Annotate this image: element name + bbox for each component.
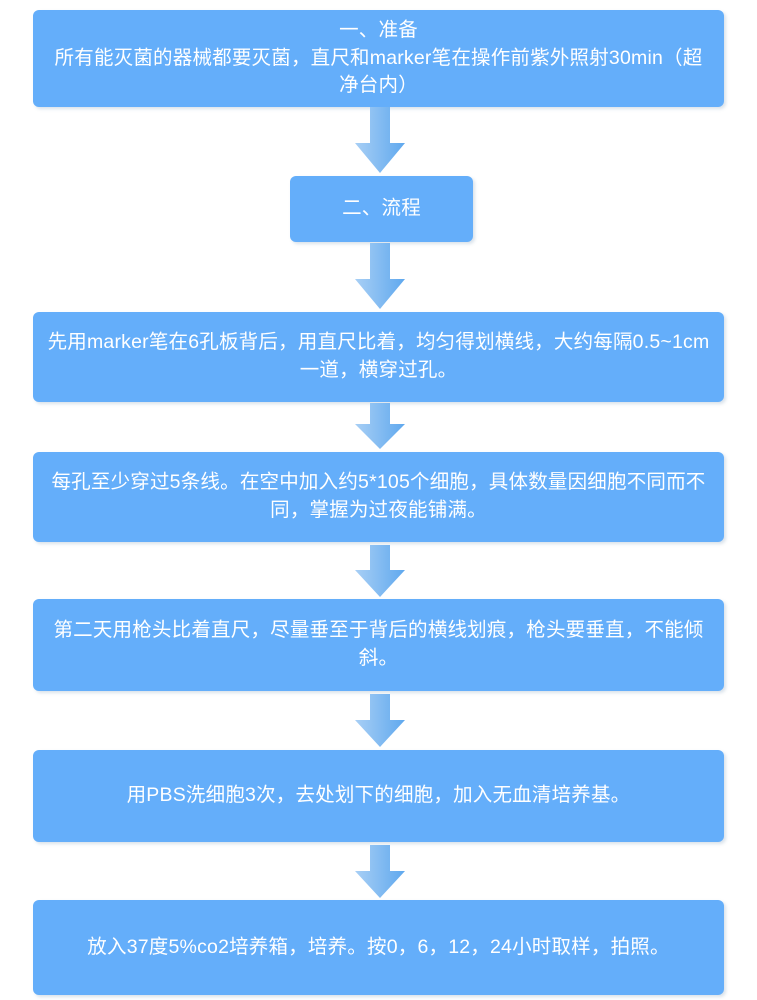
arrow-down-icon-6 bbox=[355, 845, 405, 898]
arrow-down-icon-4 bbox=[355, 545, 405, 597]
flow-node-wash-pbs[interactable]: 用PBS洗细胞3次，去处划下的细胞，加入无血清培养基。 bbox=[33, 750, 724, 842]
flow-node-scratch-label: 第二天用枪头比着直尺，尽量垂至于背后的横线划痕，枪头要垂直，不能倾斜。 bbox=[53, 619, 704, 669]
flow-node-procedure[interactable]: 二、流程 bbox=[290, 176, 473, 242]
arrow-down-icon-5 bbox=[355, 694, 405, 747]
flow-node-scratch[interactable]: 第二天用枪头比着直尺，尽量垂至于背后的横线划痕，枪头要垂直，不能倾斜。 bbox=[33, 599, 724, 691]
flow-node-draw-lines-label: 先用marker笔在6孔板背后，用直尺比着，均匀得划横线，大约每隔0.5~1cm… bbox=[47, 331, 710, 381]
flow-node-incubate[interactable]: 放入37度5%co2培养箱，培养。按0，6，12，24小时取样，拍照。 bbox=[33, 900, 724, 995]
flow-node-incubate-label: 放入37度5%co2培养箱，培养。按0，6，12，24小时取样，拍照。 bbox=[87, 935, 670, 958]
flow-node-seed-cells[interactable]: 每孔至少穿过5条线。在空中加入约5*105个细胞，具体数量因细胞不同而不同，掌握… bbox=[33, 452, 724, 542]
arrow-down-icon-3 bbox=[355, 403, 405, 449]
flow-node-seed-cells-label: 每孔至少穿过5条线。在空中加入约5*105个细胞，具体数量因细胞不同而不同，掌握… bbox=[51, 471, 706, 521]
flow-node-prepare-label: 一、准备 所有能灭菌的器械都要灭菌，直尺和marker笔在操作前紫外照射30mi… bbox=[54, 18, 703, 97]
arrow-down-icon-1 bbox=[355, 107, 405, 173]
flow-node-wash-pbs-label: 用PBS洗细胞3次，去处划下的细胞，加入无血清培养基。 bbox=[126, 784, 631, 807]
flow-node-procedure-label: 二、流程 bbox=[342, 197, 421, 220]
flow-node-prepare[interactable]: 一、准备 所有能灭菌的器械都要灭菌，直尺和marker笔在操作前紫外照射30mi… bbox=[33, 10, 724, 107]
arrow-down-icon-2 bbox=[355, 243, 405, 309]
flow-node-draw-lines[interactable]: 先用marker笔在6孔板背后，用直尺比着，均匀得划横线，大约每隔0.5~1cm… bbox=[33, 312, 724, 402]
